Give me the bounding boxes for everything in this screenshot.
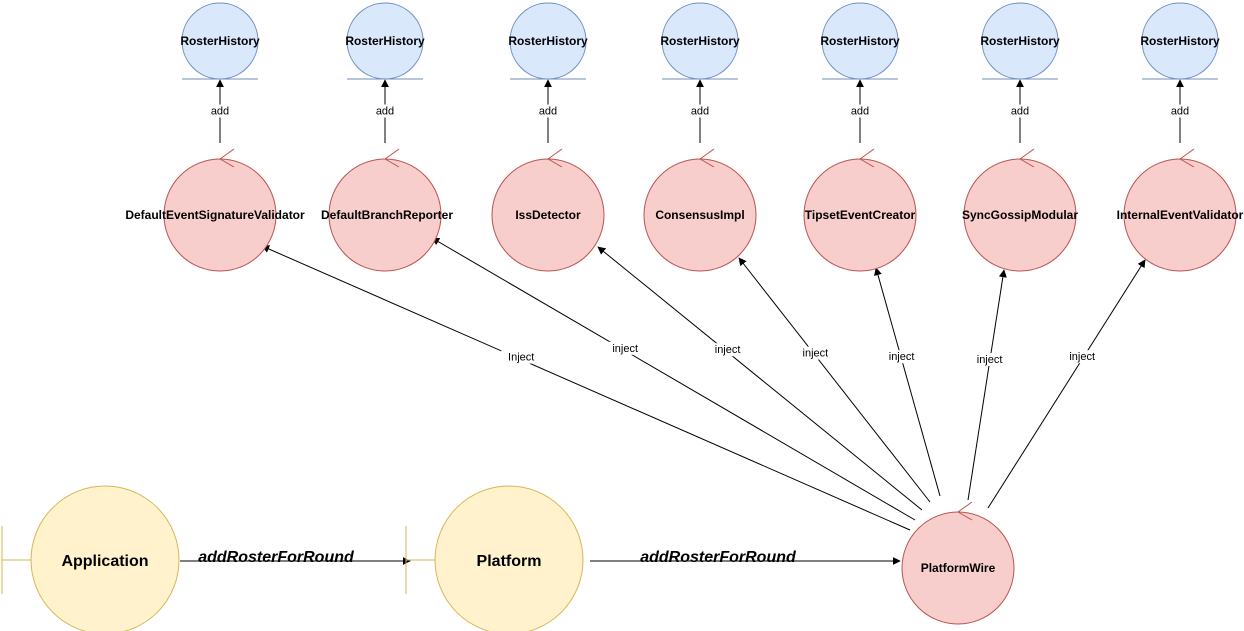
inject-edge-label: inject bbox=[1069, 351, 1095, 363]
boundary-circle bbox=[434, 485, 584, 631]
control-label: SyncGossipModular bbox=[962, 208, 1078, 222]
add-label-bg bbox=[537, 104, 559, 118]
inject-edge-label: inject bbox=[612, 343, 638, 355]
inject-label-bg bbox=[795, 346, 836, 360]
control-node[interactable]: DefaultBranchReporter bbox=[321, 148, 453, 272]
control-tick bbox=[699, 148, 715, 168]
roster-history-entity[interactable]: RosterHistory bbox=[180, 2, 260, 80]
boundary-node[interactable]: Application bbox=[1, 485, 180, 631]
entity-label: RosterHistory bbox=[345, 34, 425, 48]
add-edge-label: add bbox=[1171, 106, 1189, 118]
inject-edge bbox=[874, 267, 941, 497]
entity-label: RosterHistory bbox=[980, 34, 1060, 48]
entity-label: RosterHistory bbox=[1140, 34, 1220, 48]
control-node[interactable]: ConsensusImpl bbox=[643, 148, 757, 272]
control-label: InternalEventValidator bbox=[1117, 208, 1244, 222]
add-label-bg bbox=[374, 104, 396, 118]
control-node[interactable]: IssDetector bbox=[491, 148, 605, 272]
boundary-label: Platform bbox=[477, 553, 542, 570]
add-label-bg bbox=[1169, 104, 1191, 118]
add-edge-label: add bbox=[691, 106, 709, 118]
inject-edge bbox=[261, 245, 911, 531]
boundary-node[interactable]: Platform bbox=[405, 485, 584, 631]
control-tick bbox=[384, 148, 400, 168]
control-tick bbox=[957, 501, 973, 521]
add-edge-label: add bbox=[851, 106, 869, 118]
roster-history-entity[interactable]: RosterHistory bbox=[980, 2, 1060, 80]
add-label-bg bbox=[1009, 104, 1031, 118]
inject-edge bbox=[597, 246, 923, 511]
control-tick bbox=[1019, 148, 1035, 168]
control-tick bbox=[1179, 148, 1195, 168]
control-node[interactable]: DefaultEventSignatureValidator bbox=[125, 148, 305, 272]
inject-edge bbox=[967, 269, 1007, 501]
boundary-circle bbox=[30, 485, 180, 631]
inject-edge-label: inject bbox=[715, 344, 741, 356]
control-node[interactable]: PlatformWire bbox=[901, 501, 1015, 625]
add-edge-label: add bbox=[211, 106, 229, 118]
entity-label: RosterHistory bbox=[180, 34, 260, 48]
boundary-label: Application bbox=[61, 553, 148, 570]
control-label: DefaultBranchReporter bbox=[321, 208, 453, 222]
roster-history-entity[interactable]: RosterHistory bbox=[345, 2, 425, 80]
add-label-bg bbox=[209, 104, 231, 118]
add-edge-label: add bbox=[376, 106, 394, 118]
entity-label: RosterHistory bbox=[660, 34, 740, 48]
inject-edge bbox=[431, 237, 916, 521]
edges bbox=[180, 79, 1184, 565]
inject-label-bg bbox=[969, 353, 1010, 366]
inject-edge bbox=[738, 257, 931, 503]
inject-edge bbox=[987, 259, 1146, 509]
control-node[interactable]: TipsetEventCreator bbox=[803, 148, 917, 272]
control-label: ConsensusImpl bbox=[655, 208, 744, 222]
inject-label-bg bbox=[605, 341, 646, 355]
inject-edge-label: inject bbox=[889, 351, 915, 363]
inject-label-bg bbox=[1062, 350, 1103, 364]
control-label: PlatformWire bbox=[921, 561, 996, 575]
control-label: IssDetector bbox=[515, 208, 581, 222]
inject-label-bg bbox=[881, 350, 922, 364]
inject-label-bg bbox=[501, 350, 542, 364]
entity-label: RosterHistory bbox=[820, 34, 900, 48]
inject-edge-label: inject bbox=[977, 354, 1003, 366]
control-tick bbox=[859, 148, 875, 168]
inject-edge-label: Inject bbox=[508, 352, 534, 364]
inject-label-bg bbox=[707, 343, 748, 357]
control-tick bbox=[547, 148, 563, 168]
control-label: TipsetEventCreator bbox=[805, 208, 916, 222]
add-edge-label: add bbox=[1011, 106, 1029, 118]
control-tick bbox=[219, 148, 235, 168]
flow-edge-label: addRosterForRound bbox=[198, 549, 355, 566]
control-node[interactable]: InternalEventValidator bbox=[1117, 148, 1244, 272]
add-label-bg bbox=[849, 104, 871, 118]
inject-edge-label: inject bbox=[803, 348, 829, 360]
entity-label: RosterHistory bbox=[508, 34, 588, 48]
control-label: DefaultEventSignatureValidator bbox=[125, 208, 305, 222]
flow-edge-label: addRosterForRound bbox=[640, 549, 797, 566]
add-edge-label: add bbox=[539, 106, 557, 118]
control-node[interactable]: SyncGossipModular bbox=[962, 148, 1078, 272]
roster-history-entity[interactable]: RosterHistory bbox=[820, 2, 900, 80]
roster-history-entity[interactable]: RosterHistory bbox=[660, 2, 740, 80]
roster-history-entity[interactable]: RosterHistory bbox=[1140, 2, 1220, 80]
add-label-bg bbox=[689, 104, 711, 118]
roster-history-entity[interactable]: RosterHistory bbox=[508, 2, 588, 80]
